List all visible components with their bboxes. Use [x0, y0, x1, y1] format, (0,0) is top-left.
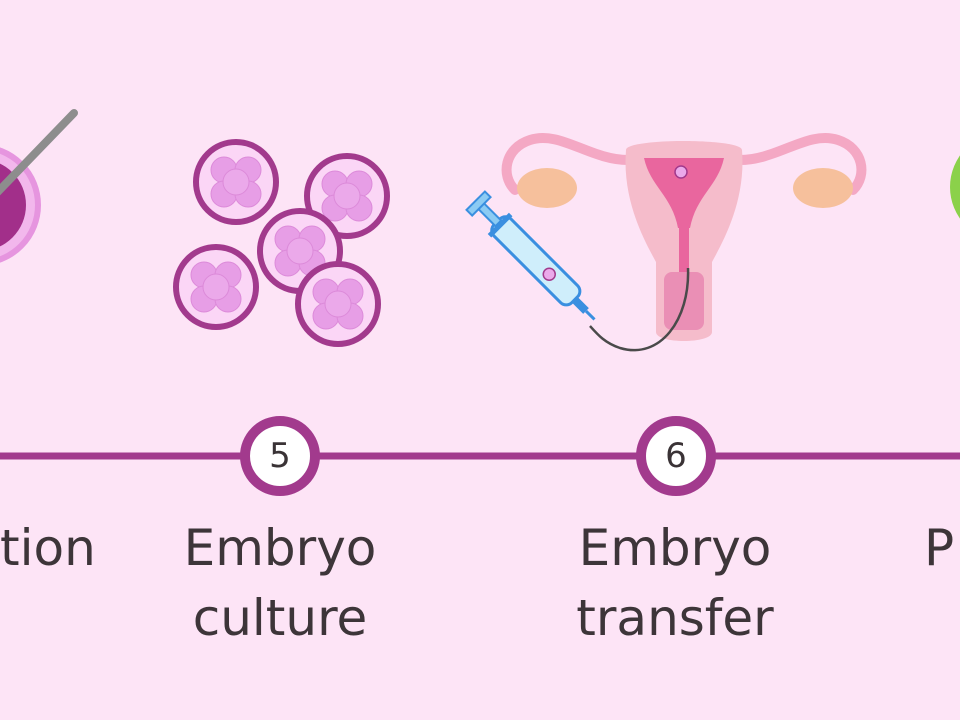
- embryo-cells-icon: [173, 139, 390, 347]
- embryo-cell: [193, 139, 279, 225]
- embryo-cell: [304, 153, 390, 239]
- caption-line: tion: [0, 519, 96, 577]
- step-number-6: 6: [665, 436, 687, 476]
- caption-line: transfer: [576, 589, 774, 647]
- caption-line: Embryo: [183, 519, 377, 577]
- step-caption-embryo-culture: Embryo culture: [160, 513, 400, 653]
- caption-line: Embryo: [578, 519, 772, 577]
- caption-line: P: [924, 519, 955, 577]
- caption-line: culture: [192, 589, 368, 647]
- step-marker-6: [636, 416, 716, 496]
- embryo-cell: [173, 244, 259, 330]
- step-caption-partial-right: P: [924, 513, 960, 583]
- step-caption-partial-left: tion: [0, 513, 100, 583]
- green-circle-icon: [950, 155, 960, 219]
- egg-retrieval-icon: [0, 109, 78, 263]
- step-marker-5: [240, 416, 320, 496]
- uterus-catheter-icon: [465, 133, 867, 352]
- step-number-5: 5: [269, 436, 291, 476]
- step-caption-embryo-transfer: Embryo transfer: [550, 513, 800, 653]
- embryo-cell: [295, 261, 381, 347]
